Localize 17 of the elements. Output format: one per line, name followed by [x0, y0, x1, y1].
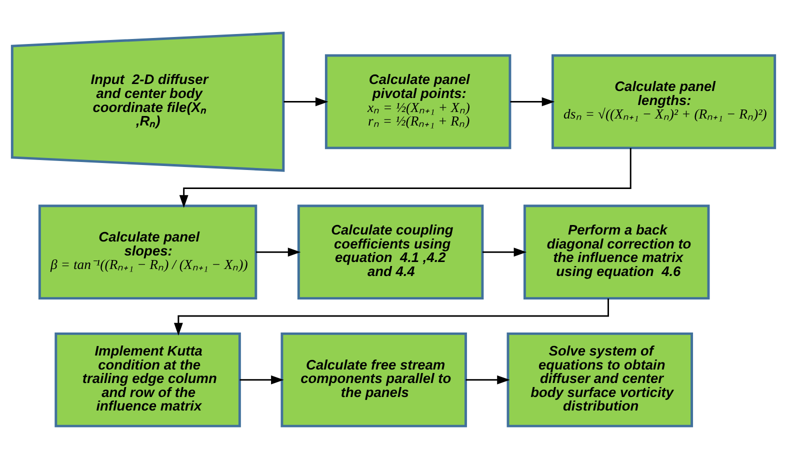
arrow	[174, 298, 609, 336]
arrow	[179, 148, 632, 208]
node-box: Calculate coupling coefficients using equation 4.1 ,4.2 and 4.4	[297, 204, 484, 300]
node-box: Calculate panel slopes: β = tan⁻¹((Rₙ₊₁ − Rₙ) / (Xₙ₊₁ − Xₙ))	[38, 204, 258, 300]
arrow	[240, 375, 284, 384]
arrow	[256, 248, 301, 257]
node-box: Implement Kutta condition at the trailing edge column and row of the influence matrix	[54, 332, 241, 428]
arrow	[284, 97, 328, 106]
node-box: Calculate panel pivotal points: xₙ = ½(Xₙ₊₁ + Xₙ) rₙ = ½(Rₙ₊₁ + Rₙ)	[324, 54, 512, 150]
node-box: Solve system of equations to obtain diffuser and center body surface vorticity distribution	[506, 332, 694, 428]
node-box: Input 2-D diffuser and center body coordinate file(Xₙ ,Rₙ)	[10, 32, 285, 172]
node-box: Calculate free stream components parallel to the panels	[280, 332, 467, 428]
arrow	[482, 248, 527, 257]
node-box: Calculate panel lengths: dsₙ = √((Xₙ₊₁ − Xₙ)² + (Rₙ₊₁ − Rₙ)²)	[552, 54, 776, 150]
arrow	[466, 375, 510, 384]
arrow	[510, 97, 555, 106]
node-box: Perform a back diagonal correction to the influence matrix using equation 4.6	[523, 204, 710, 300]
